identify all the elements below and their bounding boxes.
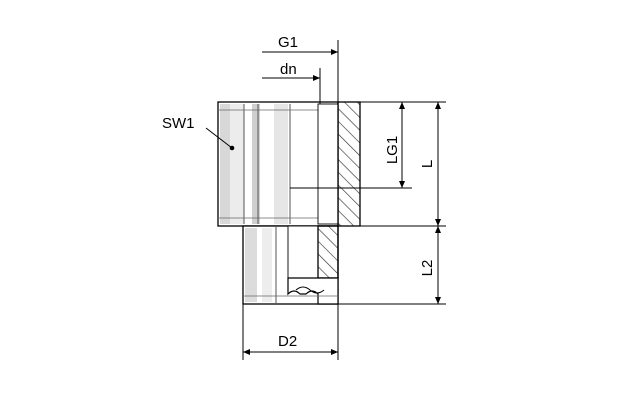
part-body: [217, 101, 361, 305]
l2-label: L2: [419, 260, 436, 277]
g1-label: G1: [278, 34, 298, 51]
hatched-section-lower: [317, 225, 339, 279]
sw1-label: SW1: [162, 115, 195, 132]
lg1-label: LG1: [384, 136, 401, 164]
hatched-section-upper: [337, 101, 361, 227]
dimension-lines: [205, 40, 446, 360]
sw1-leader-line: [205, 127, 233, 149]
sw1-leader-dot: [229, 145, 235, 151]
dn-label: dn: [280, 61, 297, 78]
l-label: L: [419, 160, 436, 168]
d2-label: D2: [278, 333, 297, 350]
